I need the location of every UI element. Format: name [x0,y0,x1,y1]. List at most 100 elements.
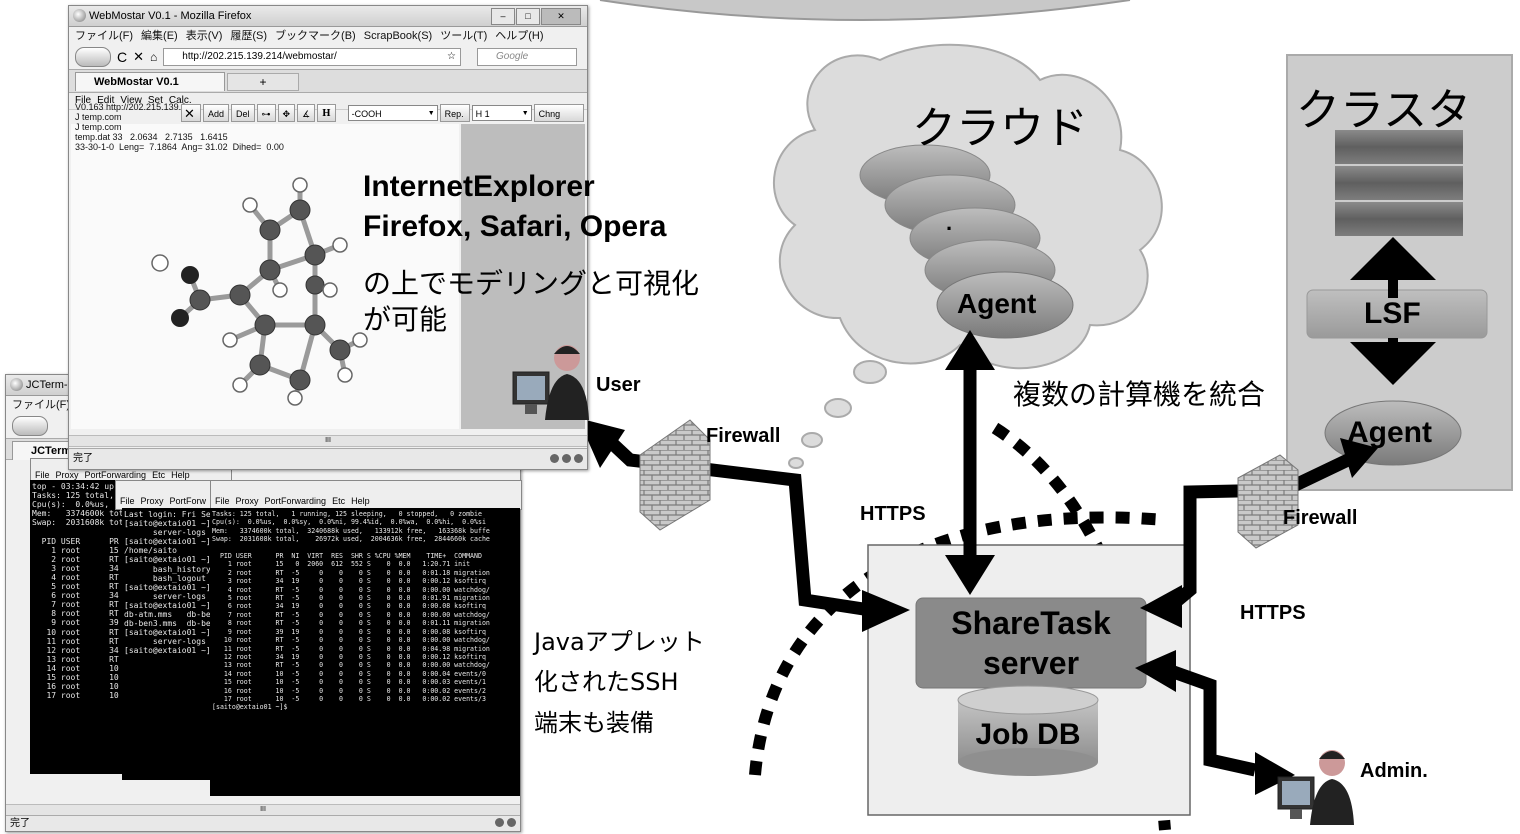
bookmark-star-icon[interactable]: ☆ [447,51,456,62]
term-front-menu-item[interactable]: PortForwarding [264,496,327,506]
reload-icon[interactable]: C [117,49,128,65]
webmostar-browser-window: WebMostar V0.1 - Mozilla Firefox – □ ✕ フ… [68,5,588,470]
menu-history[interactable]: 履歴(S) [230,30,268,42]
browser-hscroll[interactable]: III [69,435,587,447]
change-button[interactable]: Chng [533,104,584,122]
jcterm-scroll-marker: III [260,806,266,813]
menu-file[interactable]: ファイル(F) [75,30,134,42]
angle-tool-icon[interactable]: ∡ [297,104,316,122]
label-admin: Admin. [1360,760,1428,782]
admin-computer-icon [1277,750,1354,825]
terminal-back-menu: File Proxy PortForwarding Etc Help [31,469,231,481]
menu-help[interactable]: ヘルプ(H) [495,30,544,42]
term-back-menu-item[interactable]: PortForwarding [84,470,147,480]
status-icons [550,454,583,463]
label-browsers-line2: Firefox, Safari, Opera [363,210,667,243]
tab-webmostar[interactable]: WebMostar V0.1 [75,72,225,91]
rotate-tool-icon[interactable]: ✥ [277,104,296,122]
browser-statusbar: 完了 [69,448,587,469]
search-box[interactable]: Google [477,48,577,66]
label-https-right: HTTPS [1240,602,1306,624]
label-firewall-right: Firewall [1283,507,1358,529]
term-mid-menu-item[interactable]: Proxy [140,496,164,506]
app-menu-set[interactable]: Set [147,95,163,106]
close-icon[interactable]: ✕ [541,8,581,25]
status-icon [574,454,583,463]
term-back-menu-item[interactable]: File [35,470,50,480]
label-ssh-line1: Javaアプレット [534,628,705,656]
menu-tools[interactable]: ツール(T) [440,30,488,42]
app-menu-edit[interactable]: Edit [97,95,115,106]
term-front-menu-item[interactable]: Proxy [235,496,259,506]
jcterm-statusbar: 完了 [6,815,520,831]
menu-edit[interactable]: 編集(E) [141,30,178,42]
rep-button[interactable]: Rep. [439,104,470,122]
label-modeling-line2: が可能 [363,303,448,336]
webmostar-toolbar: ✕ Add Del ⊶ ✥ ∡ H -COOH Rep. H 1 Chng [181,104,584,122]
jcterm-navbar [6,414,520,438]
hydrogen-button[interactable]: H [317,104,336,122]
stop-icon[interactable]: ✕ [133,49,145,64]
terminal-front[interactable]: Tasks: 125 total, 1 running, 125 sleepin… [210,508,520,796]
label-modeling-line1: の上でモデリングと可視化 [363,267,700,300]
label-agent-cloud: Agent [957,288,1037,319]
user-computer-icon [512,345,589,420]
term-back-menu-item[interactable]: Help [171,470,190,480]
terminal-mid-menu: File Proxy PortForw [116,495,226,507]
maximize-icon[interactable]: □ [516,8,540,25]
label-agent-cluster: Agent [1347,416,1432,449]
app-menu-calc[interactable]: Calc. [168,95,192,106]
term-mid-menu-item[interactable]: PortForw [169,496,207,506]
back-button[interactable] [75,47,111,67]
cluster-server-rack [1335,130,1463,236]
term-back-menu-item[interactable]: Proxy [55,470,79,480]
molecule-info: V0.163 http://202.215.139.2 J temp.com J… [75,102,284,152]
term-back-menu-item[interactable]: Etc [152,470,166,480]
home-icon[interactable]: ⌂ [150,50,158,64]
arrow-heads [578,330,1378,795]
add-button[interactable]: Add [203,104,230,122]
atom-select[interactable]: H 1 [471,105,532,122]
browser-navbar: C ✕ ⌂ http://202.215.139.214/webmostar/ … [69,45,587,69]
term-front-menu-item[interactable]: Etc [332,496,346,506]
label-lsf: LSF [1364,297,1421,330]
browser-title: WebMostar V0.1 - Mozilla Firefox [89,10,252,22]
menu-bookmarks[interactable]: ブックマーク(B) [275,30,356,42]
back-button[interactable] [12,416,48,436]
term-front-menu-item[interactable]: File [215,496,230,506]
app-menu-view[interactable]: View [120,95,142,106]
menu-view[interactable]: 表示(V) [185,30,223,42]
group-select[interactable]: -COOH [347,105,438,122]
bond-tool-icon[interactable]: ⊶ [256,104,276,122]
status-icons [495,818,516,827]
select-tool-icon[interactable]: ✕ [181,104,201,122]
term-front-menu-item[interactable]: Help [351,496,370,506]
terminal-front-frame: File Proxy PortForwarding Etc Help [210,480,522,510]
label-cloud: クラウド [912,103,1088,154]
label-ssh-line3: 端末も装備 [534,709,654,737]
jobdb-cylinder [957,685,1099,776]
firefox-icon [10,378,23,391]
search-placeholder: Google [496,51,529,62]
app-menu-file[interactable]: File [75,95,92,106]
jcterm-menubar: ファイル(F) 編 [6,396,520,414]
jcterm-status: 完了 [10,818,30,829]
minimize-icon[interactable]: – [491,8,515,25]
status-icon [562,454,571,463]
jcterm-menu-file[interactable]: ファイル(F) 編 [12,399,85,411]
del-button[interactable]: Del [231,104,255,122]
url-text: http://202.215.139.214/webmostar/ [182,51,337,62]
terminal-mid[interactable]: Last login: Fri Sep [saito@extaio01 ~]$ … [122,508,226,780]
menu-scrapbook[interactable]: ScrapBook(S) [363,30,433,42]
label-cloud-dot: . [946,210,953,235]
new-tab-button[interactable]: + [227,73,299,91]
firewall-right-icon [1237,454,1299,549]
firefox-icon [73,9,86,22]
term-mid-menu-item[interactable]: File [120,496,135,506]
cluster-arrows [1350,237,1436,385]
url-bar[interactable]: http://202.215.139.214/webmostar/ ☆ [163,48,461,66]
status-icon [507,818,516,827]
label-https-left: HTTPS [860,503,926,525]
browser-tabstrip: WebMostar V0.1 + [69,69,587,93]
